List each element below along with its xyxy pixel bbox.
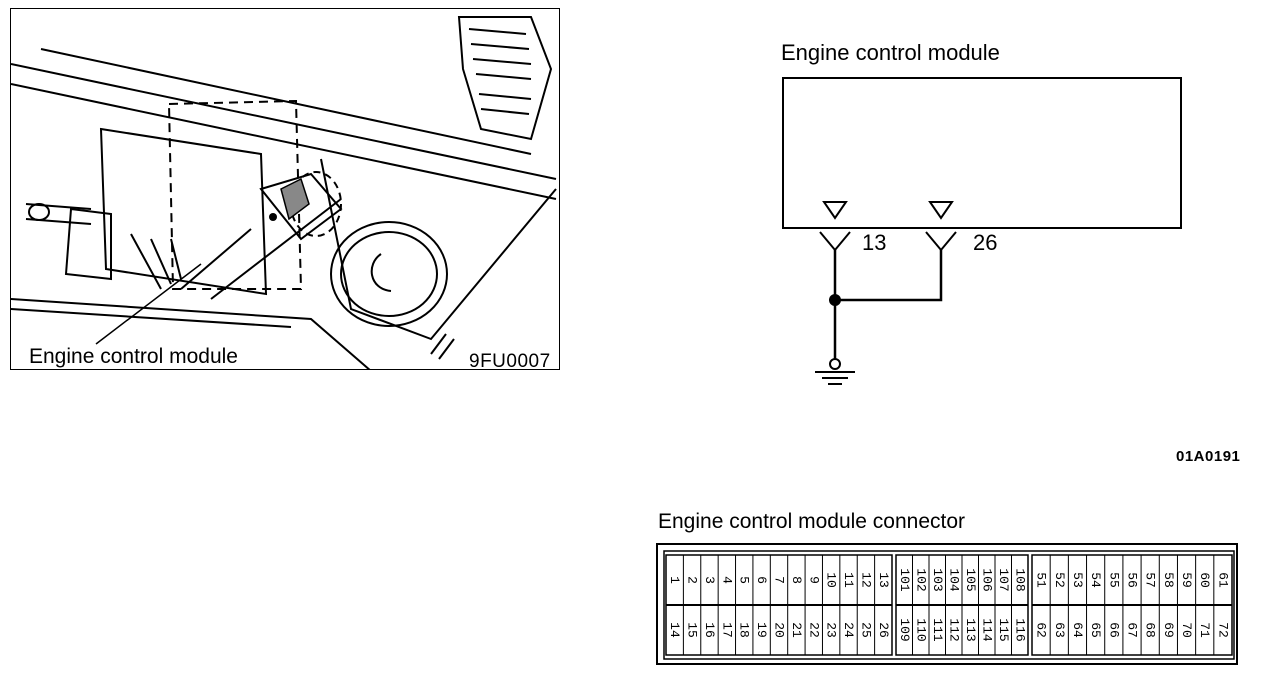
connector-pin-63: 63 bbox=[1052, 622, 1067, 638]
connector-pin-105: 105 bbox=[963, 568, 978, 591]
connector-pin-8: 8 bbox=[789, 576, 804, 584]
connector-pin-110: 110 bbox=[913, 618, 928, 641]
connector-pin-72: 72 bbox=[1215, 622, 1230, 638]
connector-pin-13: 13 bbox=[876, 572, 891, 588]
connector-pin-102: 102 bbox=[913, 568, 928, 591]
connector-pin-17: 17 bbox=[719, 622, 734, 638]
connector-inner-frame bbox=[663, 550, 1235, 660]
pin-label-13: 13 bbox=[862, 230, 887, 255]
photo-figure-code: 9FU0007 bbox=[469, 351, 551, 370]
connector-pin-106: 106 bbox=[979, 568, 994, 591]
connector-pin-22: 22 bbox=[806, 622, 821, 638]
splice-point bbox=[829, 294, 841, 306]
connector-pin-9: 9 bbox=[806, 576, 821, 584]
connector-pin-103: 103 bbox=[930, 568, 945, 591]
ground-circuit-schematic bbox=[782, 77, 1182, 385]
location-illustration: Engine control module 9FU0007 bbox=[10, 8, 560, 370]
connector-pin-25: 25 bbox=[858, 622, 873, 638]
connector-pin-104: 104 bbox=[946, 568, 961, 592]
pin-13-terminal bbox=[822, 201, 848, 220]
connector-pin-108: 108 bbox=[1012, 568, 1027, 591]
connector-pin-115: 115 bbox=[996, 618, 1011, 641]
connector-pin-62: 62 bbox=[1034, 622, 1049, 638]
connector-pin-66: 66 bbox=[1106, 622, 1121, 638]
connector-pin-18: 18 bbox=[737, 622, 752, 638]
connector-pin-116: 116 bbox=[1012, 618, 1027, 641]
photo-caption: Engine control module bbox=[29, 345, 238, 368]
connector-pin-67: 67 bbox=[1125, 622, 1140, 638]
connector-pin-21: 21 bbox=[789, 622, 804, 638]
module-box bbox=[782, 77, 1182, 229]
connector-pin-51: 51 bbox=[1034, 572, 1049, 588]
connector-pin-60: 60 bbox=[1197, 572, 1212, 588]
connector-title: Engine control module connector bbox=[658, 510, 966, 533]
connector-pin-53: 53 bbox=[1070, 572, 1085, 588]
connector-pin-3: 3 bbox=[702, 576, 717, 584]
connector-pin-24: 24 bbox=[841, 622, 856, 638]
connector-pin-64: 64 bbox=[1070, 622, 1085, 638]
connector-pin-20: 20 bbox=[772, 622, 787, 638]
connector-pin-11: 11 bbox=[841, 572, 856, 588]
connector-pin-1: 1 bbox=[667, 576, 682, 584]
connector-pin-58: 58 bbox=[1161, 572, 1176, 588]
connector-pin-10: 10 bbox=[824, 572, 839, 588]
connector-pin-56: 56 bbox=[1125, 572, 1140, 588]
dashboard-drawing bbox=[11, 16, 557, 369]
connector-pin-6: 6 bbox=[754, 576, 769, 584]
connector-pin-57: 57 bbox=[1143, 572, 1158, 588]
connector-pin-23: 23 bbox=[824, 622, 839, 638]
connector-pin-68: 68 bbox=[1143, 622, 1158, 638]
connector-pin-71: 71 bbox=[1197, 622, 1212, 638]
connector-pin-112: 112 bbox=[946, 618, 961, 641]
connector-pin-14: 14 bbox=[667, 622, 682, 638]
connector-pin-59: 59 bbox=[1179, 572, 1194, 588]
connector-pin-52: 52 bbox=[1052, 572, 1067, 588]
connector-pin-101: 101 bbox=[897, 568, 912, 592]
connector-pin-54: 54 bbox=[1088, 572, 1103, 588]
connector-pin-4: 4 bbox=[719, 576, 734, 584]
connector-pin-70: 70 bbox=[1179, 622, 1194, 638]
connector-pin-109: 109 bbox=[897, 618, 912, 641]
connector-pin-113: 113 bbox=[963, 618, 978, 641]
schematic-module-title: Engine control module bbox=[781, 40, 1000, 65]
pin-label-26: 26 bbox=[973, 230, 998, 255]
connector-pin-26: 26 bbox=[876, 622, 891, 638]
connector-pin-2: 2 bbox=[685, 576, 700, 584]
connector-pin-65: 65 bbox=[1088, 622, 1103, 638]
connector-pin-12: 12 bbox=[858, 572, 873, 588]
connector-pin-7: 7 bbox=[772, 576, 787, 584]
connector-pin-69: 69 bbox=[1161, 622, 1176, 638]
connector-pin-111: 111 bbox=[930, 618, 945, 642]
connector-pin-5: 5 bbox=[737, 576, 752, 584]
connector-pin-114: 114 bbox=[979, 618, 994, 642]
schematic-figure-code: 01A0191 bbox=[1176, 448, 1241, 465]
connector-pin-19: 19 bbox=[754, 622, 769, 638]
connector-pin-15: 15 bbox=[685, 622, 700, 638]
connector-pin-16: 16 bbox=[702, 622, 717, 638]
pin-26-terminal bbox=[928, 201, 954, 220]
connector-pin-61: 61 bbox=[1215, 572, 1230, 588]
connector-pin-55: 55 bbox=[1106, 572, 1121, 588]
connector-pin-107: 107 bbox=[996, 568, 1011, 591]
